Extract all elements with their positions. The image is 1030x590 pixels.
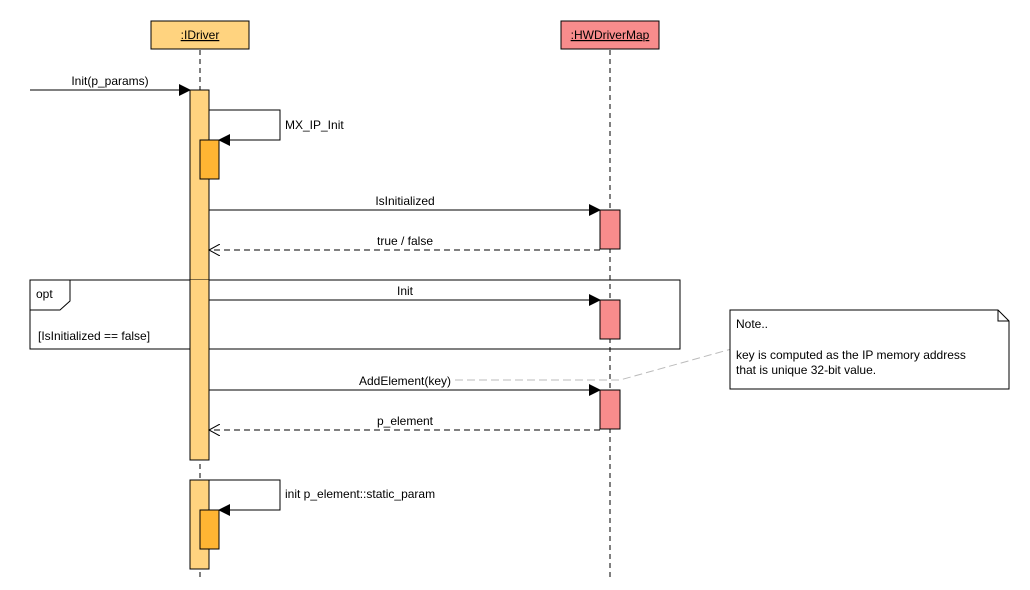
- note-text-line-2: that is unique 32-bit value.: [736, 363, 876, 377]
- message-init-params[interactable]: Init(p_params): [30, 74, 191, 96]
- message-init-label: Init: [397, 284, 414, 298]
- message-true-false[interactable]: true / false: [209, 234, 600, 250]
- idriver-activation-nested-1: [199, 139, 220, 180]
- participant-idriver[interactable]: :IDriver: [150, 20, 250, 50]
- opt-fragment-operator: opt: [36, 287, 53, 301]
- message-init[interactable]: Init: [209, 284, 601, 306]
- note-title: Note..: [736, 317, 768, 331]
- message-is-initialized-label: IsInitialized: [375, 194, 434, 208]
- message-init-static-param[interactable]: init p_element::static_param: [209, 479, 435, 516]
- message-add-element[interactable]: AddElement(key): [209, 374, 601, 396]
- note-connector: [455, 347, 736, 381]
- note-text-line-1: key is computed as the IP memory address: [736, 348, 966, 362]
- message-mx-ip-init[interactable]: MX_IP_Init: [209, 109, 344, 146]
- message-add-element-label: AddElement(key): [359, 374, 451, 388]
- participant-idriver-label: :IDriver: [181, 28, 220, 42]
- message-init-static-param-label: init p_element::static_param: [285, 487, 435, 501]
- message-true-false-label: true / false: [377, 234, 433, 248]
- participant-hwdrivermap-label: :HWDriverMap: [571, 28, 650, 42]
- message-init-params-label: Init(p_params): [71, 74, 148, 88]
- note[interactable]: Note.. key is computed as the IP memory …: [729, 309, 1010, 390]
- message-mx-ip-init-label: MX_IP_Init: [285, 118, 344, 132]
- note-corner-fold: [997, 310, 1009, 322]
- message-is-initialized[interactable]: IsInitialized: [209, 194, 601, 216]
- hwdrivermap-activation-1: [599, 209, 621, 250]
- idriver-activation-main: [189, 89, 210, 461]
- participant-hwdrivermap[interactable]: :HWDriverMap: [560, 20, 660, 50]
- message-p-element-label: p_element: [377, 414, 434, 428]
- message-p-element[interactable]: p_element: [209, 414, 600, 430]
- opt-fragment: opt [IsInitialized == false]: [29, 279, 681, 350]
- hwdrivermap-activation-2: [599, 299, 621, 340]
- idriver-activation-nested-2: [199, 509, 220, 550]
- idriver-activation-main-overlay: [190, 280, 209, 350]
- opt-fragment-guard: [IsInitialized == false]: [38, 329, 150, 343]
- hwdrivermap-activation-3: [599, 389, 621, 430]
